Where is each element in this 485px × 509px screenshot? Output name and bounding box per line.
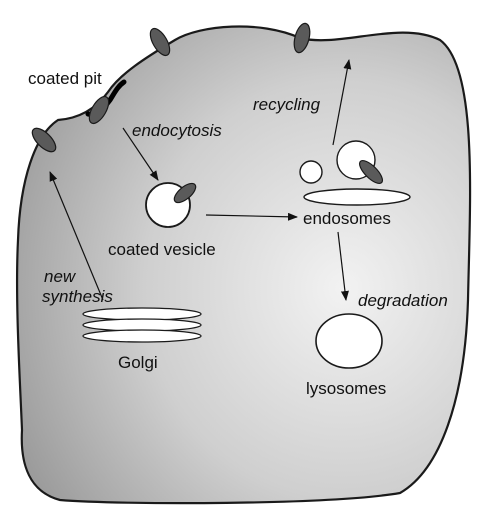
- label-coated-vesicle: coated vesicle: [108, 240, 216, 259]
- receptor-coated-pit: [88, 95, 110, 125]
- arrow-to-endosomes: [205, 212, 298, 221]
- endosome-flat: [303, 188, 411, 206]
- label-synthesis: synthesis: [42, 287, 113, 306]
- label-recycling: recycling: [253, 95, 321, 114]
- label-endosomes: endosomes: [303, 209, 391, 228]
- golgi-cisterna-2: [82, 318, 202, 332]
- coated-vesicle-receptor: [173, 182, 197, 204]
- arrow-recycling: [332, 59, 352, 146]
- golgi-cisterna-1: [82, 307, 202, 321]
- arrow-degradation: [337, 231, 349, 301]
- label-golgi: Golgi: [118, 353, 158, 372]
- golgi-cisterna-3: [82, 329, 202, 343]
- lysosome: [315, 313, 383, 369]
- endosome-receptor: [358, 159, 384, 185]
- arrow-new-synthesis: [49, 171, 104, 301]
- endosome-small: [299, 160, 323, 184]
- label-degradation: degradation: [358, 291, 448, 310]
- cell-body: [15, 25, 472, 505]
- receptor-left: [31, 127, 57, 153]
- receptor-top-right: [293, 22, 311, 54]
- label-lysosomes: lysosomes: [306, 379, 386, 398]
- label-endocytosis: endocytosis: [132, 121, 222, 140]
- receptor-top-left: [149, 27, 171, 57]
- label-coated-pit: coated pit: [28, 69, 102, 88]
- arrow-endocytosis: [122, 127, 159, 181]
- label-new: new: [44, 267, 77, 286]
